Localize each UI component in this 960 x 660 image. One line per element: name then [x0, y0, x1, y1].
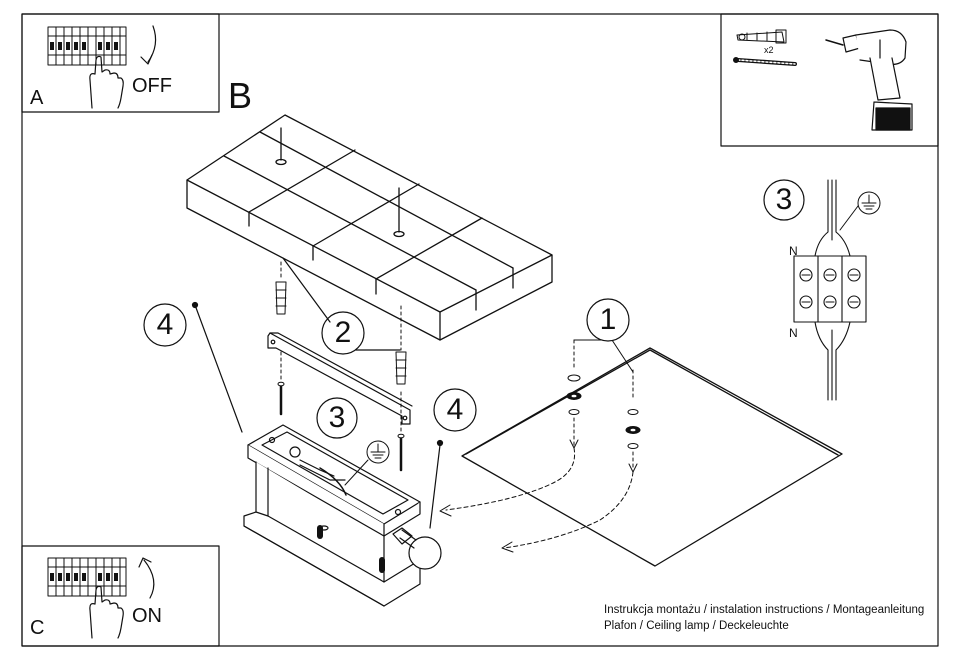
mounting-bracket [267, 332, 413, 425]
outer-frame [21, 13, 939, 647]
drill-icon [825, 29, 913, 131]
breaker-panel-icon [47, 557, 127, 597]
wiring-diagram [814, 179, 851, 401]
panel-c-box [21, 545, 220, 647]
wall-plug-icon [736, 29, 787, 44]
screw-icon [733, 57, 797, 66]
bulb-socket [392, 527, 442, 570]
callout-1-label: 1 [599, 303, 617, 336]
callout-1 [586, 298, 630, 342]
screw-icon [277, 351, 405, 472]
washer-set [439, 339, 641, 553]
callout-3-fixture-label: 3 [328, 401, 346, 434]
neutral-label-top: N [789, 244, 798, 258]
leader-line [194, 304, 243, 433]
hand-icon [89, 585, 124, 639]
callout-3-wiring-label: 3 [775, 183, 793, 216]
callout-3-wiring [763, 179, 805, 221]
panel-c-letter: C [30, 617, 45, 639]
tools-box [720, 13, 939, 147]
panel-a-box [21, 13, 220, 113]
callout-4-right-label: 4 [446, 393, 464, 426]
callout-3-fixture [316, 397, 358, 439]
caption-line-1: Instrukcja montażu / instalation instruc… [604, 604, 925, 616]
panel-a-letter: A [30, 87, 44, 109]
callout-4-left [143, 303, 187, 347]
rotate-arrow-icon [143, 559, 155, 599]
wire [319, 467, 347, 496]
callout-4-right [433, 388, 477, 432]
panel-a-action: OFF [132, 75, 172, 97]
lamp-housing [243, 461, 421, 607]
ground-symbol-icon [344, 440, 390, 486]
ceiling-panel [186, 114, 553, 341]
ground-symbol-icon [839, 191, 881, 231]
panel-c-action: ON [132, 605, 162, 627]
rotate-arrow-head [140, 54, 153, 65]
glass-cover [461, 347, 843, 567]
anchor-quantity: x2 [764, 45, 774, 55]
rotate-arrow-head [138, 557, 152, 568]
callout-2 [321, 311, 365, 355]
neutral-label-bottom: N [789, 326, 798, 340]
fixture-base [247, 424, 421, 537]
panel-b-letter: B [228, 75, 253, 116]
caption-line-2: Plafon / Ceiling lamp / Deckeleuchte [604, 620, 789, 632]
leader-line [429, 444, 441, 529]
leader-line [282, 257, 401, 351]
callout-4-left-label: 4 [156, 308, 174, 341]
callout-2-label: 2 [334, 316, 352, 349]
breaker-panel-icon [47, 26, 127, 66]
hand-icon [89, 55, 124, 109]
wall-plug-icon [275, 261, 407, 385]
terminal-block-icon [793, 255, 867, 323]
